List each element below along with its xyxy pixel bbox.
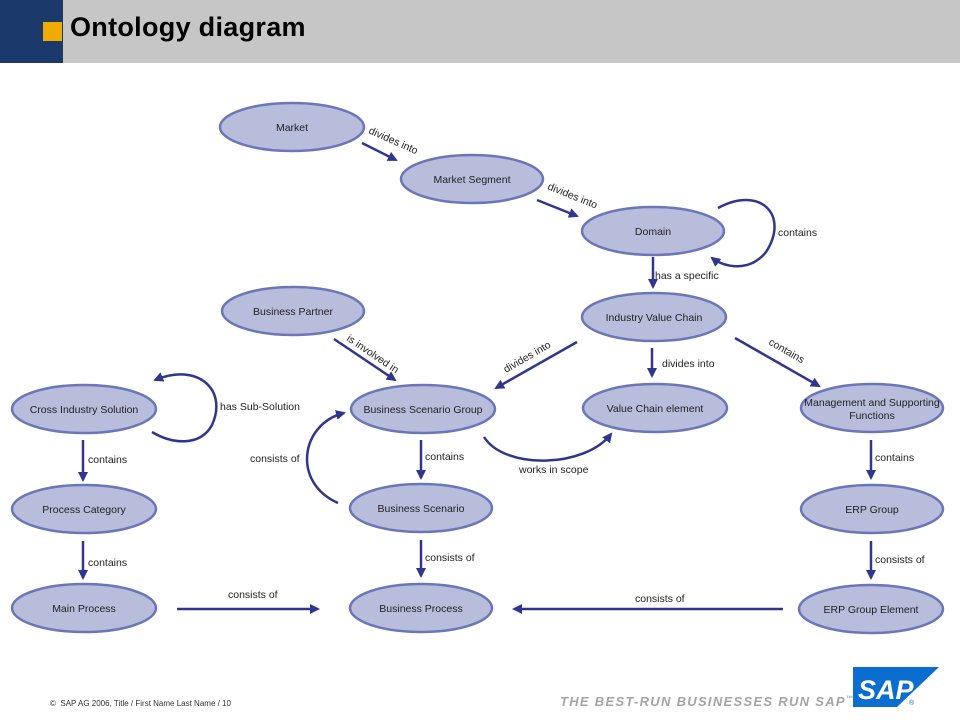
node-business-scenario-group-label: Business Scenario Group	[363, 404, 482, 416]
copyright-text: SAP AG 2006, Title / First Name Last Nam…	[60, 699, 231, 708]
node-market-segment: Market Segment	[399, 153, 545, 205]
edge-bsg-vce-scope	[482, 432, 613, 462]
edge-market-segment	[361, 141, 398, 162]
node-cross-industry-solution: Cross Industry Solution	[10, 383, 158, 435]
node-erp-group-label: ERP Group	[845, 504, 899, 516]
node-business-partner: Business Partner	[220, 285, 366, 337]
node-domain: Domain	[580, 205, 726, 257]
header-bar	[0, 0, 960, 63]
node-industry-value-chain-label: Industry Value Chain	[606, 312, 703, 324]
tagline-text: THE BEST-RUN BUSINESSES RUN SAP	[560, 694, 846, 709]
node-msf-label-line2: Functions	[849, 410, 895, 422]
node-business-scenario-label: Business Scenario	[378, 503, 465, 515]
label-ivc-contains-msf: contains	[767, 336, 807, 366]
label-pc-contains: contains	[88, 557, 127, 569]
nodes: Market Market Segment Domain Industry Va…	[10, 101, 945, 635]
label-bsg-consists-of: consists of	[250, 453, 300, 465]
node-value-chain-element: Value Chain element	[581, 382, 729, 434]
label-erp-consists-of: consists of	[875, 554, 925, 566]
label-cis-sub-solution: has Sub-Solution	[220, 401, 300, 413]
footer-tagline: THE BEST-RUN BUSINESSES RUN SAP™	[560, 694, 854, 709]
node-domain-label: Domain	[635, 226, 671, 238]
label-domain-contains: contains	[778, 227, 817, 239]
edge-ivc-msf	[734, 336, 821, 388]
sap-logo-registered: ®	[909, 699, 915, 707]
node-value-chain-element-label: Value Chain element	[607, 403, 704, 415]
label-bsg-works-in-scope: works in scope	[518, 464, 589, 476]
node-business-scenario-group: Business Scenario Group	[349, 383, 497, 435]
edge-bsg-consists-of-loop	[305, 410, 346, 505]
footer-copyright: © SAP AG 2006, Title / First Name Last N…	[50, 699, 231, 708]
node-business-process-label: Business Process	[379, 603, 462, 615]
label-element-consists-of: consists of	[635, 593, 685, 605]
node-market: Market	[218, 101, 366, 153]
node-industry-value-chain: Industry Value Chain	[580, 291, 728, 343]
sap-logo: SAP ®	[853, 667, 939, 707]
node-erp-group: ERP Group	[799, 483, 945, 535]
edge-segment-domain	[536, 198, 579, 218]
label-main-consists-of: consists of	[228, 589, 278, 601]
node-business-scenario: Business Scenario	[348, 482, 494, 534]
label-msf-contains: contains	[875, 452, 914, 464]
node-management-supporting-functions: Management and Supporting Functions	[799, 382, 945, 434]
header-accent-square	[43, 22, 62, 41]
node-business-partner-label: Business Partner	[253, 306, 333, 318]
label-domain-has-specific: has a specific	[655, 270, 719, 282]
node-erp-group-element: ERP Group Element	[797, 583, 945, 635]
label-bs-consists-of: consists of	[425, 552, 475, 564]
node-msf-label-line1: Management and Supporting	[804, 397, 940, 409]
sap-logo-text: SAP	[858, 675, 915, 705]
node-market-segment-label: Market Segment	[433, 174, 510, 186]
edge-ivc-bsg	[494, 340, 578, 390]
page-title: Ontology diagram	[70, 12, 306, 42]
edge-cis-sub-solution-loop	[151, 372, 218, 443]
label-market-divides: divides into	[367, 125, 420, 157]
sap-logo-shape	[853, 667, 939, 707]
copyright-icon: ©	[50, 699, 56, 708]
node-process-category: Process Category	[10, 483, 158, 535]
tagline-tm: ™	[845, 695, 855, 703]
node-main-process: Main Process	[10, 582, 158, 634]
label-ivc-divides-vce: divides into	[662, 358, 715, 370]
node-process-category-label: Process Category	[42, 504, 126, 516]
label-partner-involved: is involved in	[344, 333, 401, 377]
node-cross-industry-solution-label: Cross Industry Solution	[30, 404, 139, 416]
edge-domain-contains-loop	[710, 198, 776, 268]
edges	[78, 141, 876, 614]
node-erp-group-element-label: ERP Group Element	[824, 604, 919, 616]
node-business-process: Business Process	[348, 582, 494, 634]
node-market-label: Market	[276, 122, 308, 134]
node-main-process-label: Main Process	[52, 603, 116, 615]
edge-partner-bsg	[333, 337, 397, 382]
label-cis-contains: contains	[88, 454, 127, 466]
label-bsg-contains: contains	[425, 451, 464, 463]
